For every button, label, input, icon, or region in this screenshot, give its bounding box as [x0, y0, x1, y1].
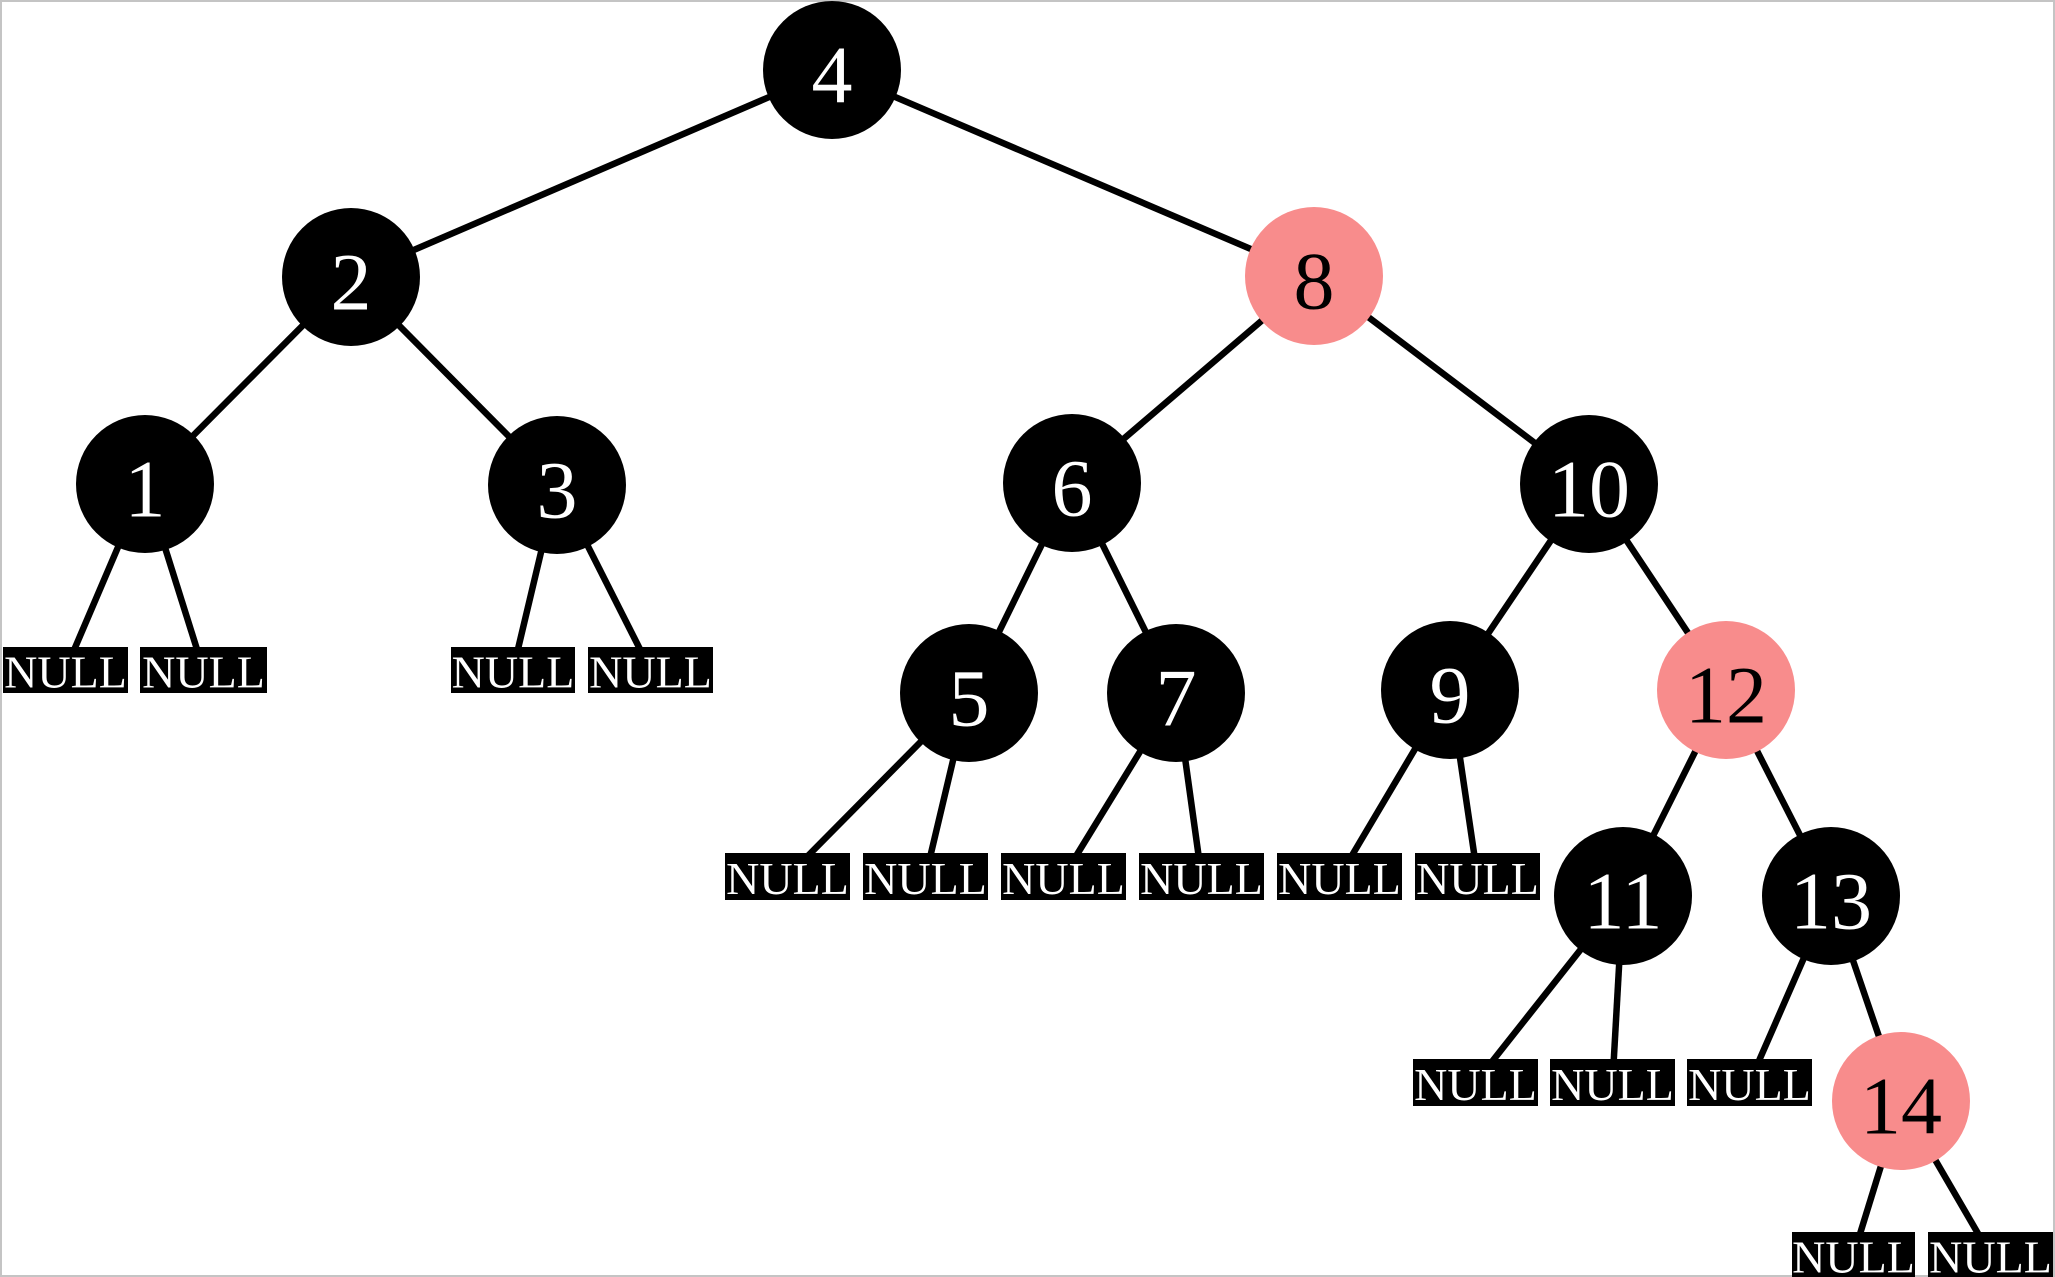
null-leaf-label-n3L: NULL	[452, 647, 575, 698]
null-leaf-label-n5L: NULL	[726, 853, 849, 904]
null-leaf-box-n9L	[1277, 853, 1402, 900]
null-leaf-box-n1L	[3, 647, 128, 693]
tree-node-circle-3	[488, 416, 626, 554]
tree-node-circle-14	[1832, 1032, 1970, 1170]
null-leaf-box-n1R	[140, 647, 267, 693]
null-leaf-box-n5L	[725, 853, 850, 900]
tree-node-label-13: 13	[1790, 856, 1872, 947]
tree-node-circle-1	[76, 415, 214, 553]
tree-node-label-10: 10	[1548, 444, 1630, 535]
tree-node-label-4: 4	[812, 30, 853, 121]
tree-node-circle-12	[1657, 621, 1795, 759]
null-leaf-box-n14R	[1928, 1232, 2053, 1277]
tree-node-circle-5	[900, 624, 1038, 762]
tree-node-circle-13	[1762, 827, 1900, 965]
null-leaf-label-n7R: NULL	[1140, 853, 1263, 904]
null-leaf-label-n1L: NULL	[4, 647, 127, 698]
tree-node-circle-10	[1520, 415, 1658, 553]
tree-node-label-11: 11	[1584, 856, 1663, 947]
tree-edge-4-8	[830, 67, 1316, 279]
null-leaf-box-n3R	[588, 647, 713, 693]
tree-node-circle-6	[1003, 414, 1141, 552]
tree-node-label-8: 8	[1294, 236, 1335, 327]
tree-node-circle-7	[1107, 624, 1245, 762]
null-leaf-label-n1R: NULL	[142, 647, 265, 698]
tree-node-label-9: 9	[1430, 650, 1471, 741]
tree-node-label-1: 1	[125, 444, 166, 535]
null-leaf-label-n5R: NULL	[864, 853, 987, 904]
null-leaf-label-n9R: NULL	[1416, 853, 1539, 904]
null-leaf-box-n13L	[1687, 1059, 1812, 1106]
null-leaf-label-n11R: NULL	[1551, 1059, 1674, 1110]
tree-node-circle-4	[763, 1, 901, 139]
tree-node-label-7: 7	[1156, 653, 1197, 744]
tree-node-circle-2	[282, 208, 420, 346]
null-leaf-box-n11R	[1550, 1059, 1675, 1106]
null-leaf-box-n5R	[863, 853, 988, 900]
tree-node-label-14: 14	[1860, 1061, 1942, 1152]
null-leaf-label-n14L: NULL	[1792, 1232, 1915, 1277]
null-leaf-box-n9R	[1415, 853, 1540, 900]
tree-node-circle-9	[1381, 621, 1519, 759]
null-leaf-label-n13L: NULL	[1688, 1059, 1811, 1110]
tree-node-label-2: 2	[331, 237, 372, 328]
null-leaf-label-n3R: NULL	[589, 647, 712, 698]
null-leaf-box-n14L	[1792, 1232, 1915, 1277]
null-leaf-label-n11L: NULL	[1414, 1059, 1537, 1110]
null-leaf-label-n14R: NULL	[1929, 1232, 2052, 1277]
tree-node-label-3: 3	[537, 445, 578, 536]
tree-node-label-6: 6	[1052, 443, 1093, 534]
tree-node-label-12: 12	[1685, 650, 1767, 741]
null-leaf-label-n7L: NULL	[1002, 853, 1125, 904]
tree-node-circle-8	[1245, 207, 1383, 345]
null-leaf-box-n7R	[1139, 853, 1264, 900]
tree-node-circle-11	[1554, 827, 1692, 965]
tree-edge-4-2	[349, 67, 834, 280]
null-leaf-box-n11L	[1413, 1059, 1538, 1106]
null-leaf-box-n3L	[451, 647, 575, 693]
null-leaf-label-n9L: NULL	[1278, 853, 1401, 904]
tree-node-label-5: 5	[949, 653, 990, 744]
null-leaf-box-n7L	[1001, 853, 1126, 900]
